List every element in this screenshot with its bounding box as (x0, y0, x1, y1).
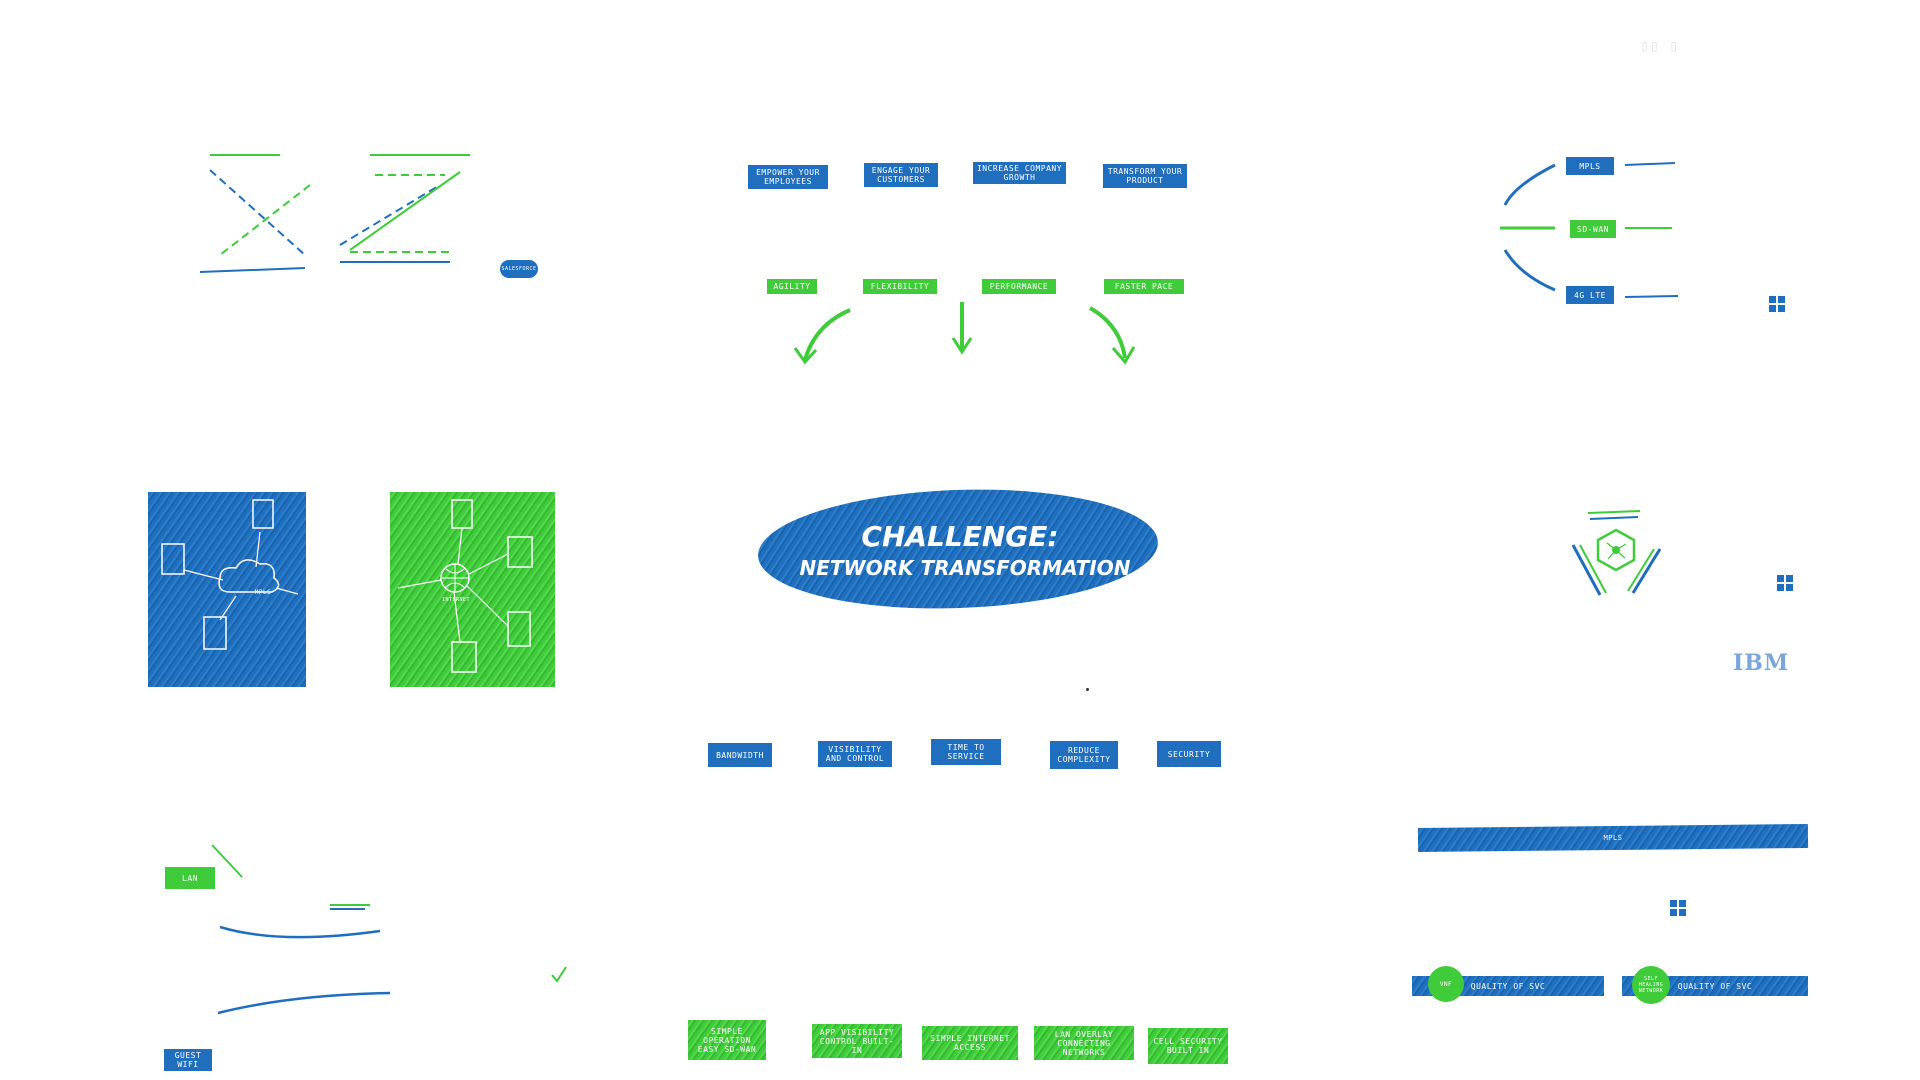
branch-line (1503, 249, 1556, 292)
right-top-tag: 4G LTE (1566, 286, 1614, 304)
self-healing-badge: SELF HEALING NETWORK (1632, 966, 1670, 1004)
branch-line (1503, 163, 1556, 206)
sketch-line (209, 169, 306, 256)
sketch-line (339, 184, 441, 246)
salesforce-cloud-label: SALESFORCE (500, 260, 538, 278)
hexagon-icon (1596, 528, 1636, 572)
sketch-line (1587, 510, 1641, 514)
vnf-badge: VNF (1428, 966, 1464, 1002)
header-faint-logo: ▯▯ ▯ (1640, 36, 1679, 55)
arrow-head (1111, 346, 1136, 365)
challenge-subtitle: NETWORK TRANSFORMATION (799, 556, 1131, 580)
top-left-flow-sketch (199, 154, 470, 273)
sketch-line (1627, 548, 1655, 592)
challenge-tag: SECURITY (1157, 741, 1221, 767)
windows-icon (1670, 900, 1686, 916)
arrow-curve-right (1088, 306, 1127, 359)
goal-tag: ENGAGE YOUR CUSTOMERS (864, 163, 938, 187)
building-icon (507, 536, 533, 568)
mpls-cloud-label: MPLS (254, 588, 272, 596)
challenge-tag: BANDWIDTH (708, 743, 772, 767)
link-line (453, 591, 461, 643)
mpls-bar: MPLS (1417, 823, 1809, 853)
windows-icon (1777, 575, 1793, 591)
mpls-network-sketch (161, 499, 299, 650)
challenge-tag: REDUCE COMPLEXITY (1050, 741, 1118, 769)
sketch-line (219, 184, 311, 256)
link-line (466, 585, 509, 627)
sketch-line (1631, 548, 1662, 594)
building-icon (252, 499, 274, 529)
link-line (275, 587, 299, 595)
internet-globe-label: INTERNET (441, 597, 471, 603)
building-icon (451, 499, 473, 529)
goal-tag: INCREASE COMPANY GROWTH (973, 162, 1066, 184)
challenge-tag: VISIBILITY AND CONTROL (818, 741, 892, 767)
sketch-line (199, 267, 306, 273)
link-line (397, 579, 442, 589)
quality-tag: FLEXIBILITY (863, 279, 937, 294)
building-icon (451, 641, 477, 673)
sketch-line (211, 844, 243, 878)
branch-line (1624, 295, 1679, 298)
link-line (468, 553, 509, 575)
lan-tag: LAN (165, 867, 215, 889)
top-right-branch-lines (1500, 162, 1679, 298)
challenge-tag: TIME TO SERVICE (931, 739, 1001, 765)
bottom-left-sketch (211, 844, 567, 1015)
vnf-hex-device (1571, 510, 1662, 596)
goal-tag: TRANSFORM YOUR PRODUCT (1103, 164, 1187, 188)
solution-tag: APP VISIBILITY CONTROL BUILT-IN (812, 1024, 902, 1058)
internet-network-sketch (397, 499, 533, 673)
quality-tag: PERFORMANCE (982, 279, 1056, 294)
arrow-head (951, 337, 973, 355)
arrow-head (793, 347, 818, 365)
globe-icon (441, 564, 469, 592)
sketch-line (217, 991, 391, 1015)
ibm-logo: IBM (1733, 650, 1790, 676)
check-icon (551, 966, 567, 983)
link-line (219, 595, 237, 621)
link-line (183, 569, 224, 581)
quality-tag: AGILITY (767, 279, 817, 294)
sketch-line (219, 925, 381, 939)
flow-arrows (793, 302, 1136, 365)
arrow-curve-left (803, 308, 851, 361)
goal-tag: EMPOWER YOUR EMPLOYEES (748, 165, 828, 189)
branch-line (1624, 162, 1676, 166)
link-line (457, 527, 463, 565)
solution-tag: SIMPLE INTERNET ACCESS (922, 1026, 1018, 1060)
sketch-line (1571, 544, 1602, 596)
sketch-line (349, 171, 461, 251)
guest-wifi-tag: GUEST WIFI (164, 1049, 212, 1071)
solution-tag: SIMPLE OPERATION EASY SD-WAN (688, 1020, 766, 1060)
challenge-title: CHALLENGE: (861, 520, 1059, 553)
internet-panel: INTERNET (390, 492, 555, 687)
sketch-line (1589, 516, 1639, 520)
solution-tag: LAN OVERLAY CONNECTING NETWORKS (1034, 1026, 1134, 1060)
sketch-line (1579, 544, 1607, 594)
quality-tag: FASTER PACE (1104, 279, 1184, 294)
building-icon (507, 611, 531, 647)
dot-marker (1086, 688, 1089, 691)
mpls-panel: MPLS (148, 492, 306, 687)
building-icon (203, 616, 227, 650)
link-line (255, 531, 261, 568)
right-top-tag: MPLS (1566, 157, 1614, 175)
building-icon (161, 543, 185, 575)
node-icon (1606, 542, 1627, 560)
windows-icon (1769, 296, 1785, 312)
right-top-tag: SD-WAN (1570, 220, 1616, 238)
solution-tag: CELL SECURITY BUILT IN (1148, 1028, 1228, 1064)
